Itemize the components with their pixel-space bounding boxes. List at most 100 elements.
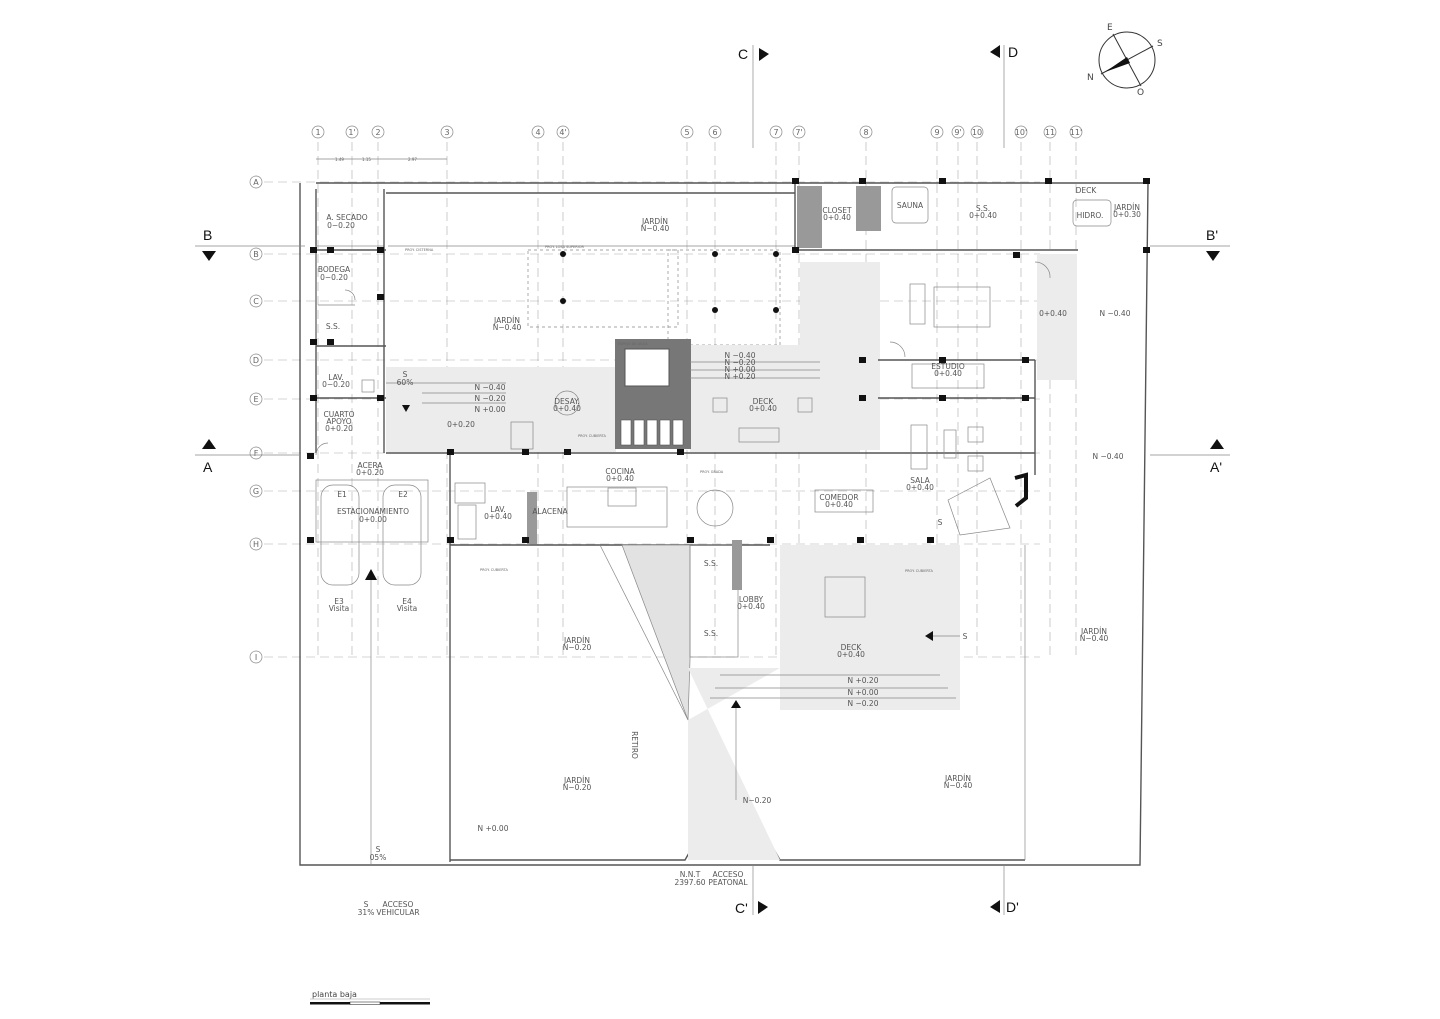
grid-bubble-label: 11 xyxy=(1045,128,1055,137)
column xyxy=(377,395,384,401)
column xyxy=(307,453,314,459)
dim-3: 2.97 xyxy=(408,157,417,162)
bedroom-wing xyxy=(794,183,1112,399)
grid-bubble-A: A xyxy=(249,175,263,189)
grid-bubble-9': 9' xyxy=(951,125,965,139)
column xyxy=(522,537,529,543)
grid-bubble-label: 4' xyxy=(559,128,566,137)
label: 0−0.20 xyxy=(327,221,355,230)
column xyxy=(447,537,454,543)
column xyxy=(1022,395,1029,401)
note: PROY. GRADA xyxy=(700,470,724,474)
grid-bubble-8: 8 xyxy=(859,125,873,139)
label: DECK xyxy=(841,643,863,652)
label: 0+0.40 xyxy=(837,650,865,659)
grid-bubble-label: A xyxy=(253,178,259,187)
round-column xyxy=(773,307,779,313)
label: JARDÍN xyxy=(641,217,668,226)
label: A. SECADO xyxy=(326,213,367,222)
label: JARDÍN xyxy=(1080,627,1107,636)
grid-bubble-label: 1 xyxy=(315,128,320,137)
section-markers: B B' A A' C C' D D' xyxy=(195,44,1230,916)
acceso-vehicular: VEHICULAR xyxy=(376,908,419,917)
label: ESTUDIO xyxy=(931,362,965,371)
label: 0+0.40 xyxy=(553,404,581,413)
label: 0+0.40 xyxy=(934,369,962,378)
label: JARDÍN xyxy=(563,776,590,785)
column xyxy=(792,178,799,184)
label: Visita xyxy=(397,604,418,613)
grid-bubble-E: E xyxy=(249,392,263,406)
column xyxy=(377,294,384,300)
grid-bubble-D: D xyxy=(249,353,263,367)
label: DECK xyxy=(1076,186,1098,195)
grid-bubble-label: E xyxy=(253,395,258,404)
label: SAUNA xyxy=(897,201,924,210)
north-garden xyxy=(386,192,795,346)
grid-bubble-11': 11' xyxy=(1069,125,1083,139)
grid-bubble-label: H xyxy=(253,540,259,549)
section-b: B xyxy=(203,227,212,243)
terrace xyxy=(386,262,880,452)
grid-bubble-label: 7 xyxy=(773,128,778,137)
lobby-south xyxy=(449,540,1026,862)
retiro: RETIRO xyxy=(630,731,639,759)
level: N +0.00 xyxy=(478,824,509,833)
room-labels: A. SECADO 0−0.20 BODEGA 0−0.20 S.S. LAV.… xyxy=(318,186,1141,917)
label: COMEDOR xyxy=(819,493,858,502)
grid-bubble-label: 4 xyxy=(535,128,540,137)
label: 0+0.30 xyxy=(1113,210,1141,219)
column xyxy=(522,449,529,455)
note: ESPEJO DE AGUA xyxy=(618,342,648,346)
label: E4 xyxy=(402,597,412,606)
dimension-line: 1.49 1.15 2.97 xyxy=(316,157,447,162)
note: PROY. CUBIERTA xyxy=(480,568,508,572)
label: N−0.20 xyxy=(563,643,592,652)
column xyxy=(792,247,799,253)
slat xyxy=(620,419,632,446)
grid-bubble-5: 5 xyxy=(680,125,694,139)
column xyxy=(377,247,384,253)
title: planta baja xyxy=(312,990,357,999)
grid-bubble-B: B xyxy=(249,247,263,261)
label: JARDÍN xyxy=(944,774,971,783)
grid-bubble-10: 10 xyxy=(970,125,984,139)
stair-s: S xyxy=(938,518,943,527)
label: 0+0.20 xyxy=(356,468,384,477)
label: 0+0.40 xyxy=(737,602,765,611)
label: CLOSET xyxy=(822,206,852,215)
label: N −0.40 xyxy=(1093,452,1124,461)
column xyxy=(310,395,317,401)
grid-bubble-10': 10' xyxy=(1014,125,1028,139)
note: PROY. LOSA SUPERIOR xyxy=(545,245,584,249)
ramp-pct: 31% xyxy=(358,908,375,917)
grid-bubble-label: 9' xyxy=(954,128,961,137)
section-c-prime: C' xyxy=(735,900,748,916)
label: 0+0.20 xyxy=(325,424,353,433)
level: N −0.40 xyxy=(725,351,756,360)
level: N +0.00 xyxy=(848,688,879,697)
grid-bubble-label: 1' xyxy=(348,128,355,137)
column xyxy=(1143,247,1150,253)
compass-e: E xyxy=(1107,23,1113,33)
grid-bubble-F: F xyxy=(249,446,263,460)
round-column xyxy=(560,251,566,257)
grid-bubble-I: I xyxy=(249,650,263,664)
level: N +0.00 xyxy=(725,365,756,374)
level: N +0.20 xyxy=(848,676,879,685)
nnt: N.N.T xyxy=(680,870,701,879)
level: N +0.20 xyxy=(725,372,756,381)
grid-bubble-label: F xyxy=(254,449,259,458)
label: 0−0.20 xyxy=(320,273,348,282)
ramp-s: S xyxy=(403,370,408,379)
slat xyxy=(659,419,671,446)
column xyxy=(1013,252,1020,258)
note: PROY. CUBIERTA xyxy=(905,569,933,573)
round-column xyxy=(712,307,718,313)
label: APOYO xyxy=(326,417,351,426)
grid-bubble-label: G xyxy=(253,487,259,496)
level: N −0.20 xyxy=(475,394,506,403)
label: S.S. xyxy=(704,559,718,568)
